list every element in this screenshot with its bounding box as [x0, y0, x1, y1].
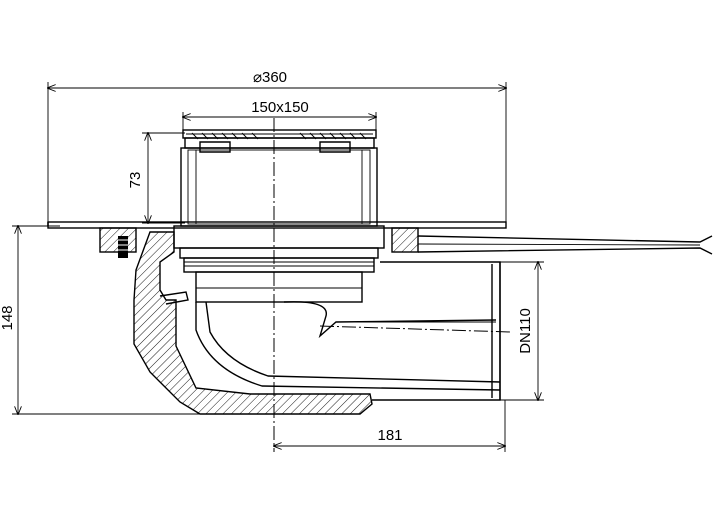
outlet-pipe [195, 261, 501, 401]
grate-size-label: 150x150 [251, 99, 309, 116]
outlet-diameter-dimension: DN110 [500, 262, 544, 400]
clamp-ring [99, 225, 419, 303]
grate-height-label: 73 [127, 172, 144, 189]
flange-plate [47, 221, 507, 229]
outlet-centre-axis [319, 325, 511, 333]
grate-slots [191, 132, 367, 140]
outlet-diameter-label: DN110 [517, 308, 534, 354]
grate-size-dimension: 150x150 [183, 99, 376, 130]
total-height-dimension: 148 [0, 226, 200, 414]
grate-height-dimension: 73 [127, 133, 185, 223]
drain-body-section [133, 231, 373, 415]
outlet-offset-label: 181 [377, 427, 402, 444]
flange-diameter-label: ⌀360 [253, 69, 287, 86]
total-height-label: 148 [0, 305, 16, 330]
heating-cable [417, 235, 713, 255]
grate-housing [180, 129, 378, 227]
flange-diameter-dimension: ⌀360 [48, 69, 506, 226]
bolt [118, 236, 128, 258]
outlet-offset-dimension: 181 [274, 400, 505, 452]
